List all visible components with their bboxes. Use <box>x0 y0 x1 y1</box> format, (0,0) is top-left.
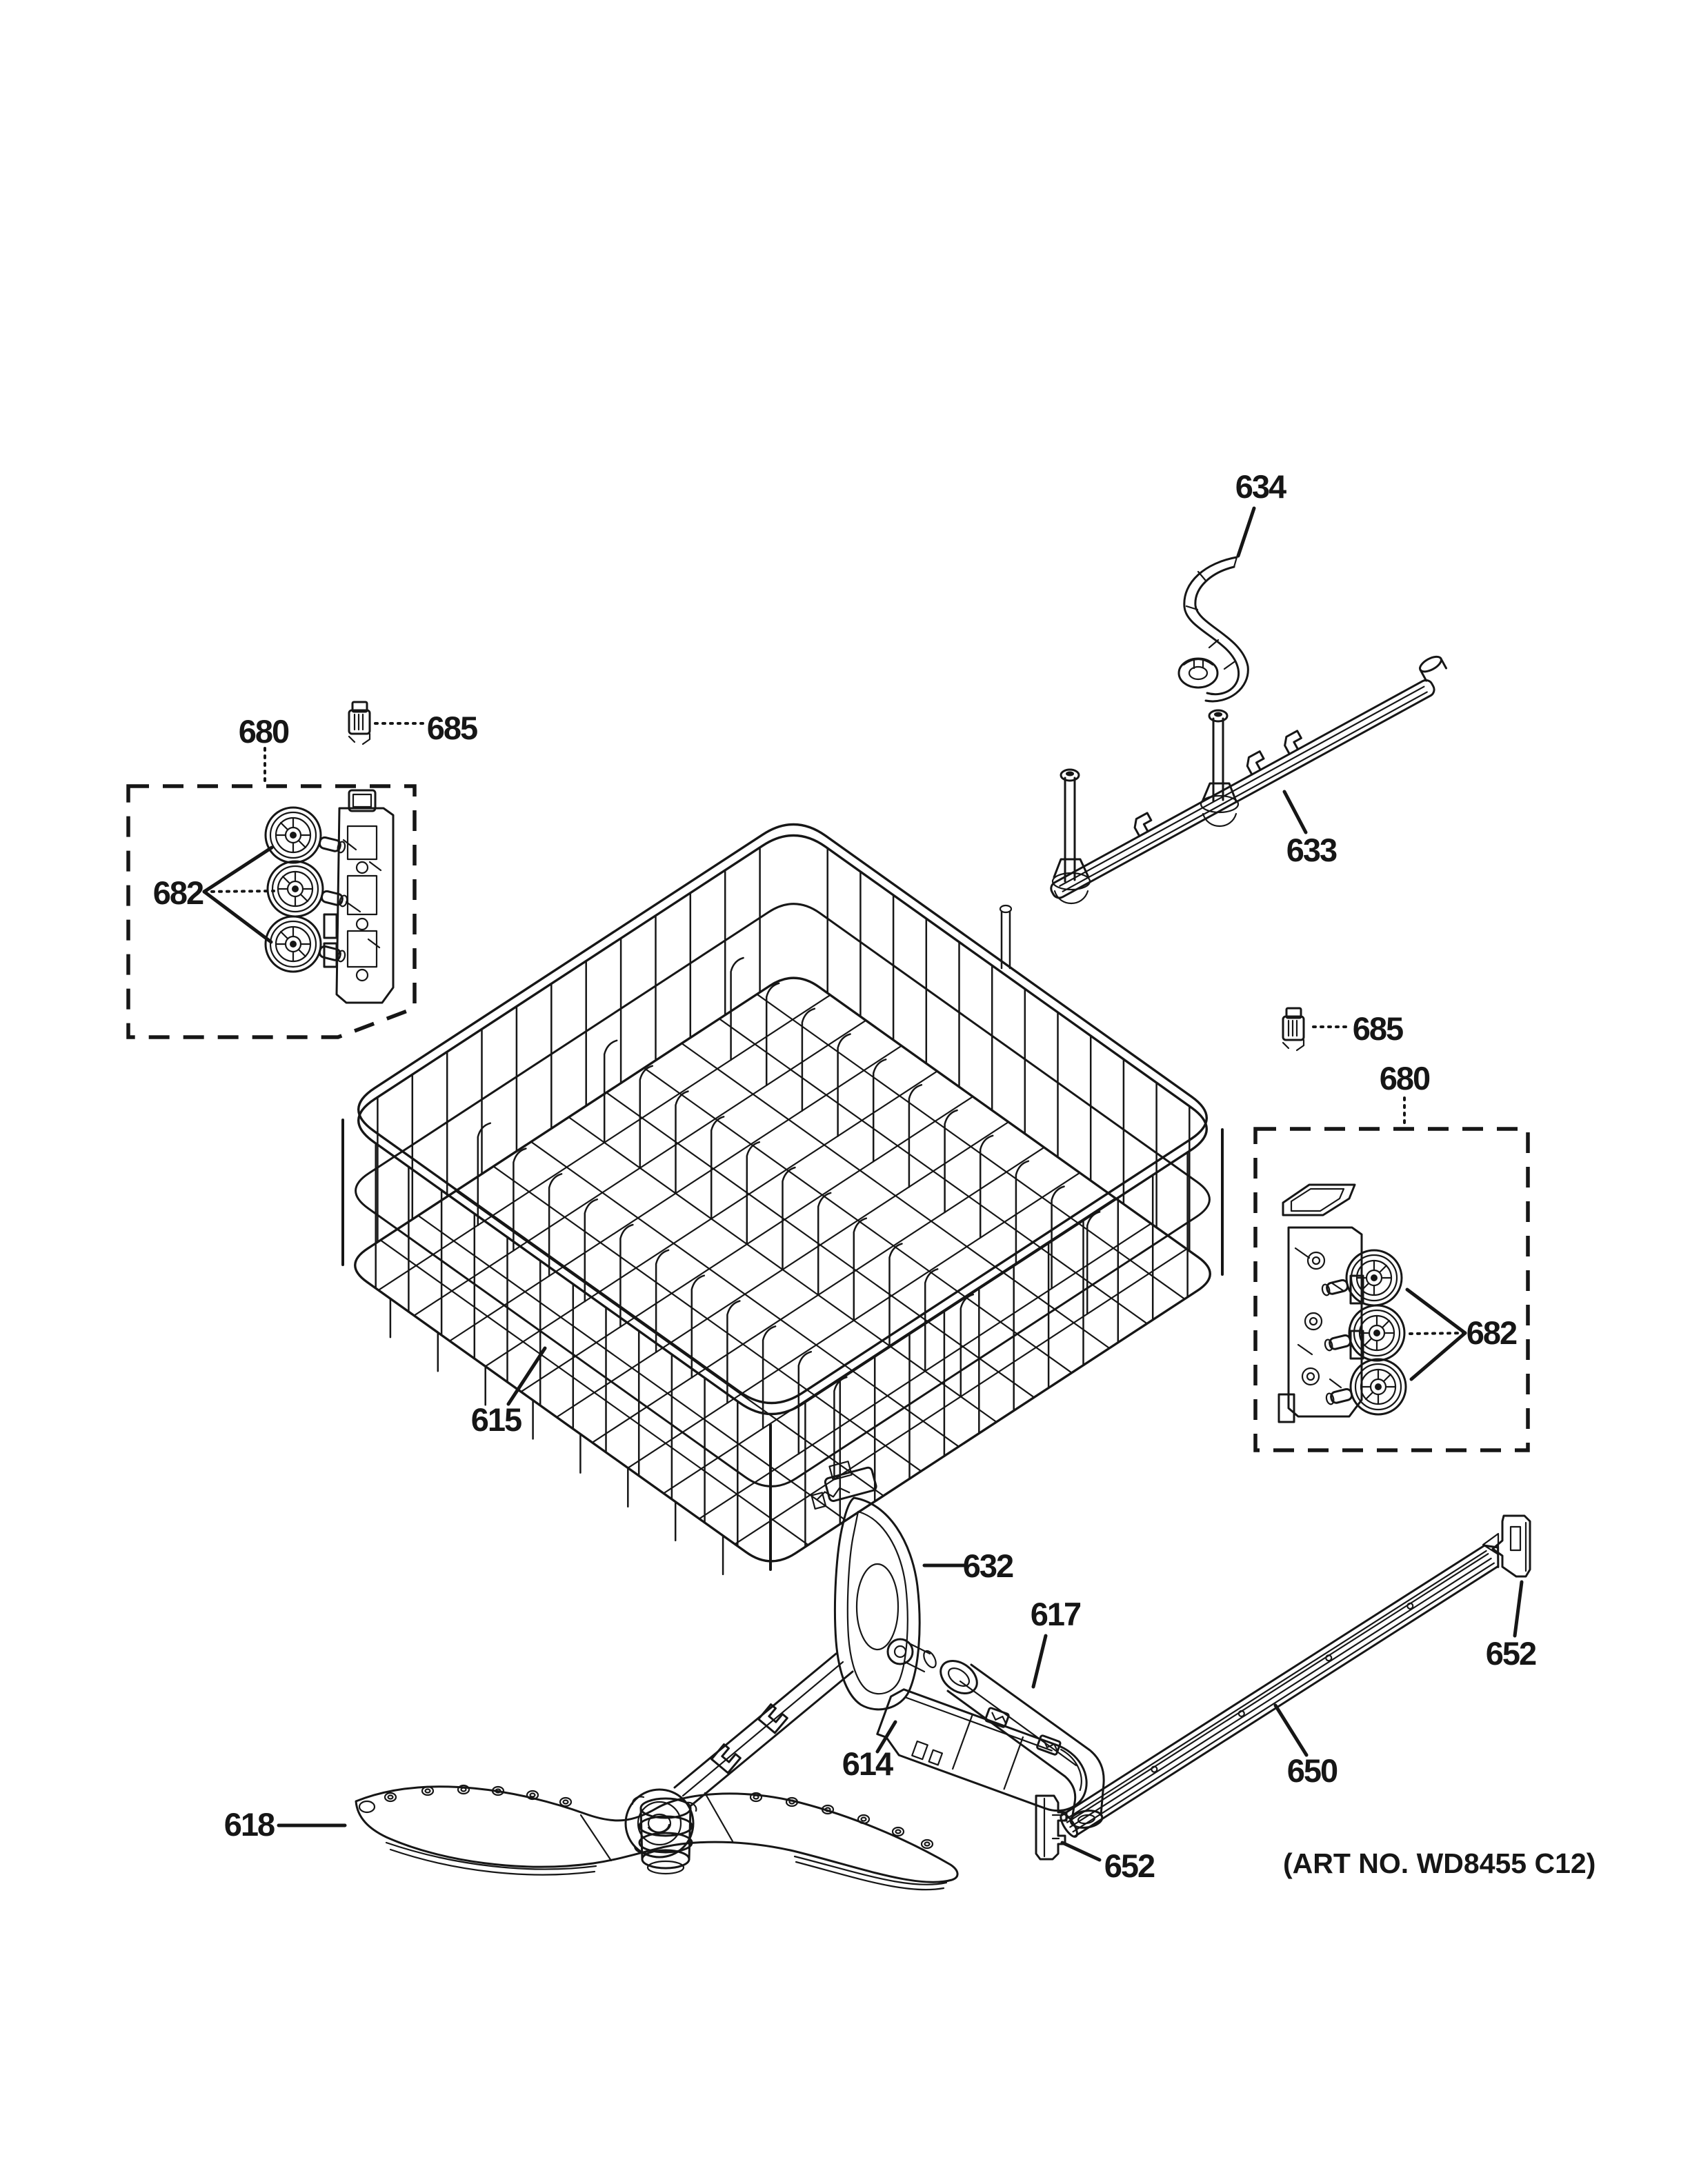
track-adjuster-right <box>1278 1183 1364 1423</box>
callout-652-left: 652 <box>1104 1847 1155 1884</box>
callout-618: 618 <box>224 1806 275 1843</box>
roller-682-right-2 <box>1324 1304 1406 1362</box>
spray-arm-618 <box>355 1784 959 1891</box>
callout-685-left: 685 <box>427 710 477 746</box>
callout-650: 650 <box>1287 1752 1338 1789</box>
conduit-cover-614 <box>876 1688 1088 1812</box>
leader-652-left <box>1060 1841 1102 1862</box>
rail-cap-652-left <box>1035 1794 1068 1861</box>
callout-680-right: 680 <box>1380 1060 1430 1096</box>
rack-pin-detail <box>999 904 1013 970</box>
callout-615: 615 <box>471 1401 521 1438</box>
slide-rail-650 <box>1060 1544 1500 1838</box>
retainer-hook-634 <box>1177 556 1249 703</box>
callout-682-left: 682 <box>153 874 203 911</box>
roller-682-left-2 <box>266 860 348 918</box>
leader-614 <box>875 1720 897 1754</box>
spray-arm-holes <box>384 1784 934 1850</box>
callout-614: 614 <box>842 1745 893 1782</box>
leader-615 <box>506 1346 547 1406</box>
callout-682-right: 682 <box>1467 1314 1517 1351</box>
leader-617 <box>1031 1634 1048 1689</box>
callout-634: 634 <box>1235 468 1286 505</box>
callout-685-right: 685 <box>1353 1010 1403 1047</box>
group-box-680-left <box>126 784 417 1039</box>
clip-685-right <box>1282 1007 1305 1052</box>
roller-682-left-3 <box>264 915 346 973</box>
clip-685-left <box>348 701 371 745</box>
callout-652-right: 652 <box>1486 1635 1536 1672</box>
art-no-text: (ART NO. WD8455 C12) <box>1283 1847 1595 1879</box>
roller-682-left-1 <box>264 806 346 864</box>
leader-633 <box>1282 790 1308 834</box>
callout-680-left: 680 <box>239 713 289 750</box>
roller-682-right-1 <box>1321 1249 1403 1307</box>
group-box-680-right <box>1253 1127 1530 1452</box>
roller-682-right-3 <box>1325 1358 1407 1416</box>
leaders-682-right <box>1405 1288 1467 1381</box>
leaders-682-left <box>202 845 275 944</box>
callout-632: 632 <box>963 1547 1013 1584</box>
callout-617: 617 <box>1031 1596 1081 1632</box>
leader-634 <box>1236 506 1256 558</box>
upper-rack-615 <box>341 823 1224 1576</box>
rail-cap-652-right <box>1482 1514 1531 1578</box>
leader-652-right <box>1513 1580 1524 1638</box>
leader-650 <box>1273 1703 1309 1757</box>
track-adjuster-left <box>323 789 395 1004</box>
delivery-bar-633 <box>1050 655 1448 905</box>
conduit-632 <box>638 1461 937 1875</box>
callout-633: 633 <box>1286 832 1337 868</box>
